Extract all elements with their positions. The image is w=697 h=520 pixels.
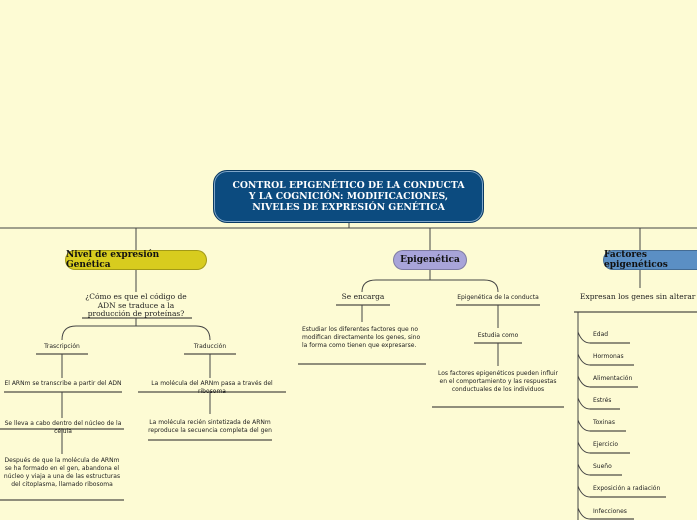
question-node[interactable]: ¿Cómo es que el código de ADN se traduce… xyxy=(85,292,187,319)
factor-item[interactable]: Ejercicio xyxy=(593,441,619,448)
factor-item[interactable]: Alimentación xyxy=(593,375,633,382)
se-encarga-node[interactable]: Se encarga xyxy=(341,292,385,301)
trascripcion-item-1[interactable]: El ARNm se transcribe a partir del ADN xyxy=(4,380,122,387)
trascripcion-item-3[interactable]: Después de que la molécula de ARNm se ha… xyxy=(3,457,121,488)
factor-item[interactable]: Infecciones xyxy=(593,508,627,515)
conducta-node[interactable]: Epigenética de la conducta xyxy=(457,294,539,301)
branch-nivel-label: Nivel de expresión Genética xyxy=(66,250,160,270)
conducta-text[interactable]: Los factores epigenéticos pueden influir… xyxy=(438,370,558,393)
factores-subtitle[interactable]: Expresan los genes sin alterar la secuen… xyxy=(580,293,697,301)
branch-nivel-expresion[interactable]: Nivel de expresión Genética xyxy=(65,250,207,270)
branch-factores[interactable]: Factores epigenéticos xyxy=(603,250,697,270)
trascripcion-node[interactable]: Trascripción xyxy=(44,343,80,350)
factor-item[interactable]: Exposición a radiación xyxy=(593,485,661,492)
estudia-como-node[interactable]: Estudia como xyxy=(477,332,519,339)
traduccion-item-1[interactable]: La molécula del ARNm pasa a través del r… xyxy=(151,380,273,395)
branch-epigenetica-label: Epigenética xyxy=(400,255,460,265)
traduccion-node[interactable]: Traducción xyxy=(193,343,227,350)
factor-item[interactable]: Estrés xyxy=(593,397,612,404)
branch-factores-label: Factores epigenéticos xyxy=(604,250,668,270)
branch-epigenetica[interactable]: Epigenética xyxy=(393,250,467,270)
root-title: CONTROL EPIGENÉTICO DE LA CONDUCTA Y LA … xyxy=(232,180,465,213)
factor-item[interactable]: Sueño xyxy=(593,463,612,470)
traduccion-item-2[interactable]: La molécula recién sintetizada de ARNm r… xyxy=(148,419,272,434)
root-topic[interactable]: CONTROL EPIGENÉTICO DE LA CONDUCTA Y LA … xyxy=(213,170,484,223)
trascripcion-item-2[interactable]: Se lleva a cabo dentro del núcleo de la … xyxy=(4,420,122,435)
se-encarga-text[interactable]: Estudiar los diferentes factores que no … xyxy=(302,326,421,349)
factor-item[interactable]: Edad xyxy=(593,331,609,338)
factor-item[interactable]: Toxinas xyxy=(593,419,615,426)
factor-item[interactable]: Hormonas xyxy=(593,353,624,360)
